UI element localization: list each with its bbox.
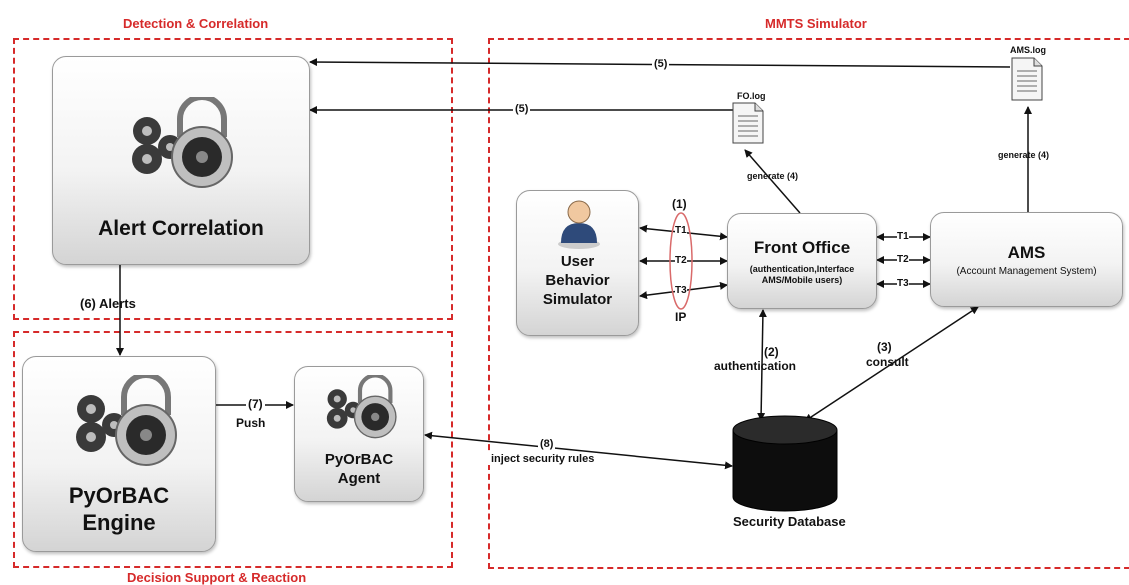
pyorbac-engine-box: PyOrBAC Engine [22, 356, 216, 552]
alert-correlation-label: Alert Correlation [98, 217, 264, 240]
ams-title: AMS [1007, 243, 1046, 262]
t3-right-label: T3 [897, 278, 909, 289]
user-behavior-simulator-box: User Behavior Simulator [516, 190, 639, 336]
ams-subtitle: (Account Management System) [956, 266, 1097, 277]
fo-log-label: FO.log [737, 91, 766, 101]
t1-left-label: T1 [675, 225, 687, 236]
step7-label: (7) [246, 397, 265, 411]
step1-label: (1) [672, 197, 687, 211]
region-detection-correlation [13, 38, 453, 320]
region-title-mmts: MMTS Simulator [765, 16, 867, 31]
user-sim-label-line1: User [560, 253, 595, 270]
fo-log-file-icon [732, 102, 764, 144]
security-database-label: Security Database [733, 514, 846, 529]
t1-right-label: T1 [897, 231, 909, 242]
region-mmts-simulator [488, 38, 1129, 569]
step5-mid-label: (5) [513, 103, 531, 115]
arrow-authentication [757, 309, 767, 421]
step8-label: (8) [538, 438, 556, 450]
t2-left-label: T2 [675, 255, 687, 266]
arrow-consult [804, 306, 979, 422]
front-office-sub1: (authentication,Interface [749, 264, 855, 274]
t2-right-label: T2 [897, 254, 909, 265]
pyorbac-engine-label-line2: Engine [82, 510, 156, 535]
arrow-inject [424, 431, 733, 470]
pyorbac-agent-box: PyOrBAC Agent [294, 366, 424, 502]
t3-left-label: T3 [675, 285, 687, 296]
front-office-box: Front Office (authentication,Interface A… [727, 213, 877, 309]
arrow-fo-generate [744, 149, 801, 214]
gears-padlock-icon [132, 97, 233, 188]
authentication-label: authentication [714, 359, 797, 373]
ams-box: AMS (Account Management System) [930, 212, 1123, 307]
ams-log-file-icon [1011, 57, 1043, 101]
push-label: Push [236, 416, 266, 430]
pyorbac-agent-label-line2: Agent [337, 470, 381, 487]
step3-label: (3) [877, 340, 892, 354]
step2-label: (2) [764, 345, 779, 359]
generate-ams-label: generate (4) [998, 150, 1050, 160]
region-title-detection: Detection & Correlation [123, 16, 269, 31]
front-office-sub2: AMS/Mobile users) [761, 275, 843, 285]
user-sim-label-line2: Behavior [545, 272, 610, 289]
ip-ellipse [669, 212, 693, 310]
ams-log-label: AMS.log [1010, 45, 1046, 55]
user-icon [558, 200, 600, 249]
inject-rules-label: inject security rules [488, 453, 598, 465]
generate-fo-label: generate (4) [747, 171, 799, 181]
alerts-label: (6) Alerts [80, 296, 136, 311]
pyorbac-engine-label-line1: PyOrBAC [68, 483, 170, 508]
alert-correlation-box: Alert Correlation [52, 56, 310, 265]
step5-top-label: (5) [652, 58, 670, 70]
pyorbac-agent-label-line1: PyOrBAC [324, 451, 394, 468]
user-sim-label-line3: Simulator [542, 291, 613, 308]
database-cylinder-icon [732, 415, 838, 512]
gears-padlock-icon [326, 375, 397, 439]
gears-padlock-icon [76, 375, 177, 466]
consult-label: consult [866, 355, 909, 369]
front-office-title: Front Office [753, 238, 851, 257]
region-title-decision: Decision Support & Reaction [127, 570, 307, 585]
ip-label: IP [675, 310, 687, 324]
